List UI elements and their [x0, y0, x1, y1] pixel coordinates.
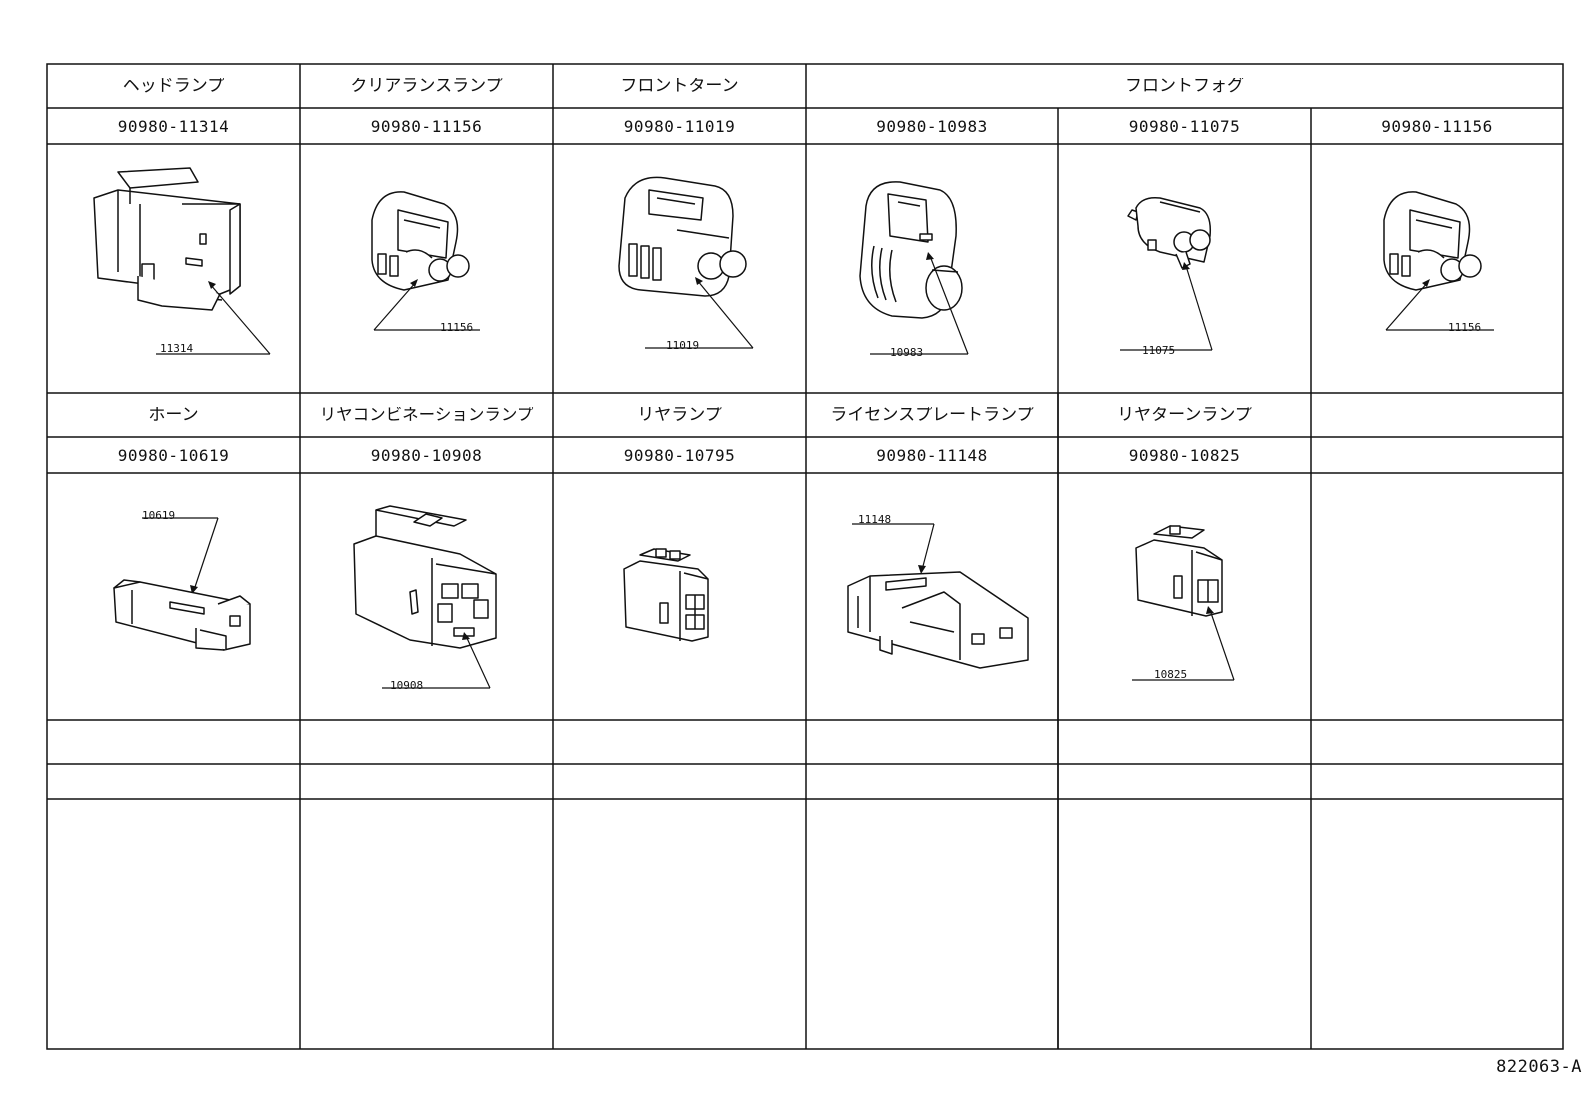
connector-drawing-headlamp	[93, 167, 271, 355]
connector-drawing-rear-combination-lamp	[353, 505, 497, 689]
callout-10619: 10619	[142, 509, 176, 522]
sheet-id: 822063-A	[1496, 1057, 1582, 1077]
connector-drawing-front-fog-1	[859, 181, 969, 355]
callout-11148: 11148	[858, 513, 892, 526]
part-number-5: 90980-11075	[1128, 119, 1241, 135]
connector-drawing-front-turn	[618, 176, 754, 349]
part-number-11: 90980-10825	[1128, 448, 1241, 464]
connector-drawing-rear-lamp	[623, 548, 709, 642]
connector-drawing-front-fog-2	[1120, 196, 1213, 351]
name-horn: ホーン	[148, 407, 199, 424]
part-number-2: 90980-11156	[370, 119, 483, 135]
part-number-4: 90980-10983	[876, 119, 988, 135]
callout-11156-a: 11156	[440, 321, 474, 334]
part-number-10: 90980-11148	[876, 448, 988, 464]
name-rear-combination-lamp: リヤコンビネーションランプ	[319, 407, 534, 424]
connector-drawing-license-plate-lamp	[847, 523, 1029, 669]
connector-drawing-horn	[113, 517, 251, 651]
part-number-1: 90980-11314	[117, 119, 230, 135]
name-front-turn: フロントターン	[620, 78, 739, 95]
connector-drawing-clearance-lamp	[371, 191, 480, 331]
connector-drawing-front-fog-3	[1383, 191, 1494, 331]
name-front-fog: フロントフォグ	[1125, 78, 1244, 95]
name-headlamp: ヘッドランプ	[122, 78, 225, 95]
callout-11075: 11075	[1142, 344, 1176, 357]
part-number-7: 90980-10619	[117, 448, 230, 464]
part-number-3: 90980-11019	[623, 119, 736, 135]
name-rear-turn-lamp: リヤターンランプ	[1117, 407, 1252, 424]
callout-11156-b: 11156	[1448, 321, 1482, 334]
connector-drawing-rear-turn-lamp	[1132, 525, 1235, 681]
callout-11314: 11314	[160, 342, 194, 355]
name-clearance-lamp: クリアランスランプ	[350, 78, 503, 95]
name-license-plate-lamp: ライセンスプレートランプ	[830, 407, 1034, 424]
name-rear-lamp: リヤランプ	[637, 407, 722, 424]
callout-10983: 10983	[890, 346, 924, 359]
callout-10825: 10825	[1154, 668, 1188, 681]
part-number-8: 90980-10908	[370, 448, 483, 464]
callout-10908: 10908	[390, 679, 424, 692]
callout-11019: 11019	[666, 339, 700, 352]
part-number-9: 90980-10795	[623, 448, 736, 464]
part-number-6: 90980-11156	[1381, 119, 1493, 135]
